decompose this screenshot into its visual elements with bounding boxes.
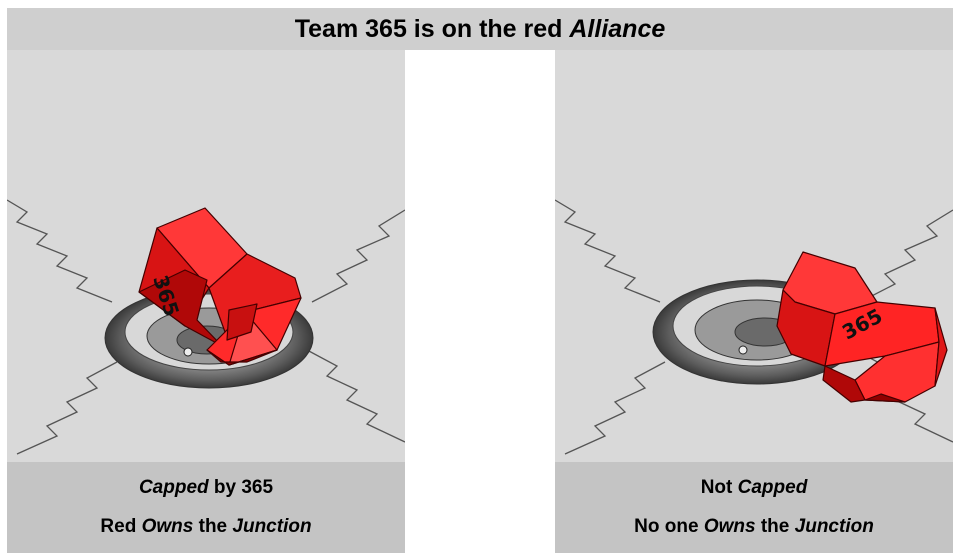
header-title: Team 365 is on the red Alliance [294,14,666,43]
right-capped-status: Not Capped [700,476,808,498]
left-ownership-status: Red Owns the Junction [100,516,312,538]
left-capped-status: Capped by 365 [138,476,274,498]
left-caption: Capped by 365 Red Owns the Junction [7,462,405,553]
right-cone [776,251,948,403]
floor-tile-seams [7,199,405,455]
left-cone [138,207,302,366]
right-junction-illustration: 365 [555,199,953,455]
right-panel: 365 Not Capped No one Owns the Junction [555,50,953,553]
left-junction-illustration: 365 [7,199,405,455]
header-title-bar: Team 365 is on the red Alliance [7,8,953,50]
left-panel: 365 Capped by 365 Red Owns the Junction [7,50,405,553]
right-caption: Not Capped No one Owns the Junction [555,462,953,553]
right-ownership-status: No one Owns the Junction [634,516,874,538]
